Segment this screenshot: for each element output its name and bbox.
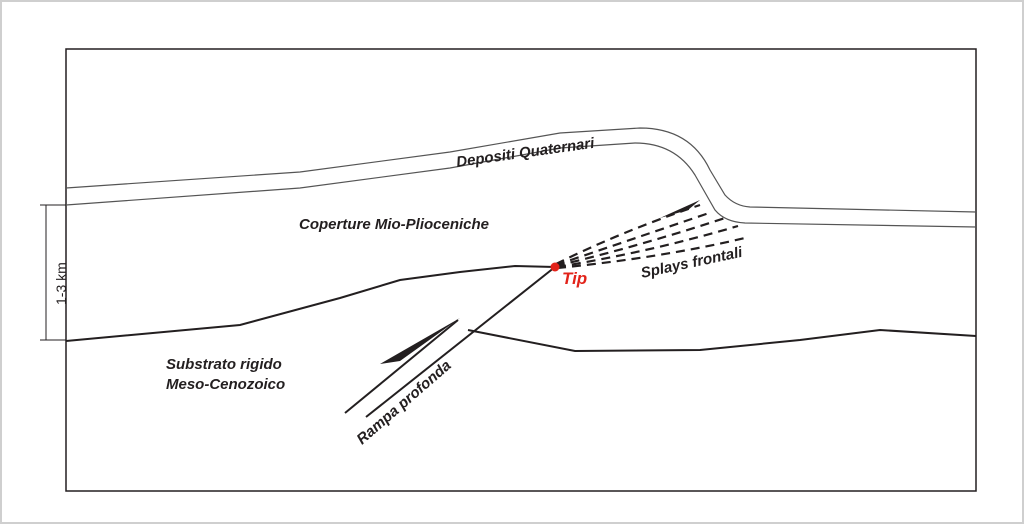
tip-marker — [550, 262, 560, 272]
substrate-top-footwall — [467, 328, 977, 353]
substrato-label-line1: Substrato rigido — [166, 356, 282, 373]
scale-bar — [40, 204, 66, 341]
quaternary-deposit-band — [65, 127, 977, 228]
displacement-arrow-icon — [380, 318, 460, 364]
substrate-top-hangingwall — [65, 264, 556, 342]
splay-arrow-icon — [660, 200, 700, 218]
tip-label: Tip — [562, 269, 587, 288]
coperture-label: Coperture Mio-Plioceniche — [299, 216, 489, 233]
substrato-label-line2: Meso-Cenozoico — [166, 376, 285, 393]
ramp-fault-parallel — [344, 319, 459, 414]
section-frame — [65, 48, 977, 492]
ramp-fault — [365, 266, 556, 418]
scale-label: 1-3 km — [53, 262, 69, 305]
